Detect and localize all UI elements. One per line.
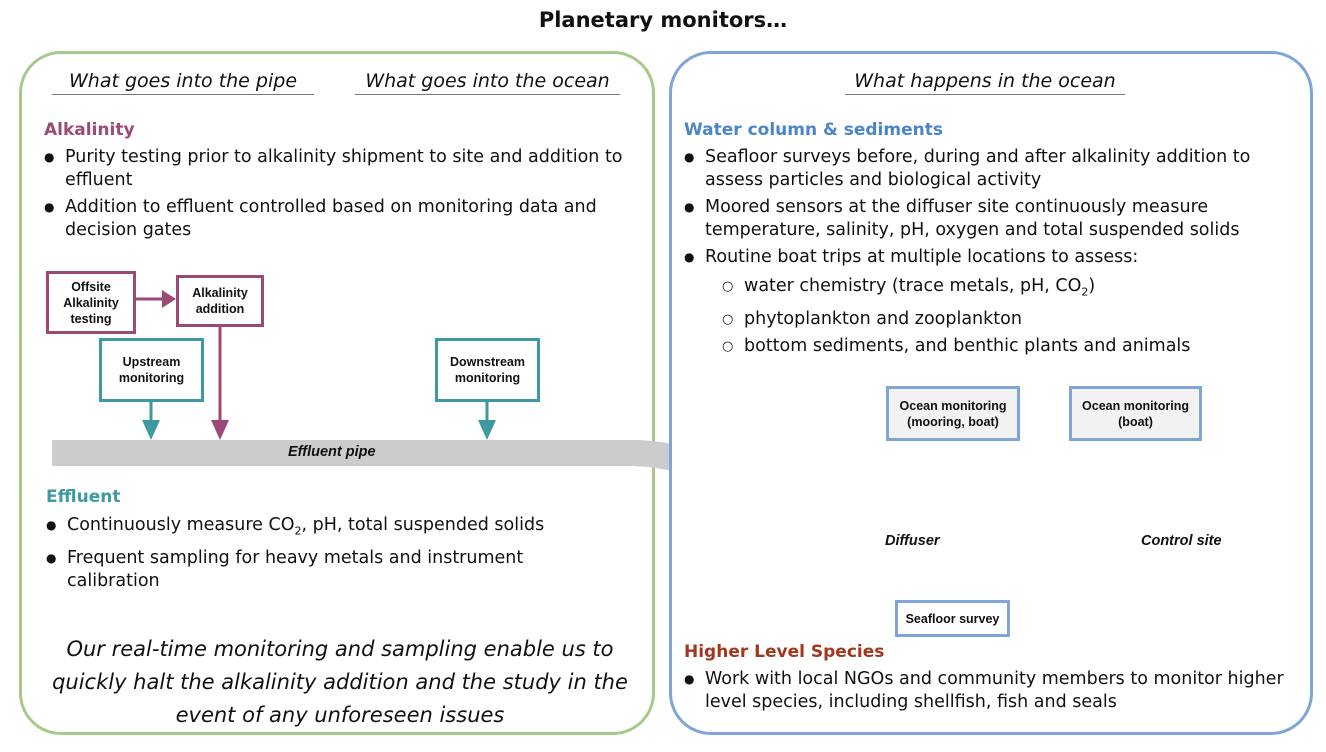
co2-subscript: 2	[294, 524, 302, 538]
species-heading: Higher Level Species	[684, 642, 885, 662]
effluent-bullets: Continuously measure CO2, pH, total susp…	[46, 514, 606, 597]
upstream-monitoring-box: Upstream monitoring	[99, 338, 204, 402]
effluent-bullet: Frequent sampling for heavy metals and i…	[46, 547, 606, 593]
downstream-monitoring-box: Downstream monitoring	[435, 338, 540, 402]
water-column-heading: Water column & sediments	[684, 120, 943, 140]
alkalinity-bullets: Purity testing prior to alkalinity shipm…	[44, 146, 634, 246]
alkalinity-addition-box: Alkalinity addition	[176, 275, 264, 327]
species-bullets: Work with local NGOs and community membe…	[684, 668, 1284, 718]
seafloor-survey-box: Seafloor survey	[895, 600, 1010, 637]
effluent-bullet-text: Continuously measure CO	[67, 515, 295, 535]
water-bullet: Seafloor surveys before, during and afte…	[684, 146, 1284, 192]
water-column-bullets: Seafloor surveys before, during and afte…	[684, 146, 1284, 273]
water-bullet: Routine boat trips at multiple locations…	[684, 246, 1284, 269]
pipe-column-heading: What goes into the pipe	[52, 70, 314, 95]
alkalinity-bullet: Addition to effluent controlled based on…	[44, 196, 634, 242]
ocean-input-column-heading: What goes into the ocean	[355, 70, 620, 95]
alkalinity-bullet: Purity testing prior to alkalinity shipm…	[44, 146, 634, 192]
effluent-heading: Effluent	[46, 487, 121, 507]
ocean-column-heading: What happens in the ocean	[845, 70, 1125, 95]
co2-subscript: 2	[1081, 285, 1089, 299]
effluent-pipe-label: Effluent pipe	[288, 444, 376, 460]
ocean-monitoring-mooring-box: Ocean monitoring (mooring, boat)	[886, 386, 1020, 441]
monitoring-arrows	[142, 402, 496, 440]
closing-statement: Our real-time monitoring and sampling en…	[52, 637, 628, 727]
alkalinity-arrows	[136, 290, 229, 440]
ocean-monitoring-boat-box: Ocean monitoring (boat)	[1069, 386, 1202, 441]
species-bullet: Work with local NGOs and community membe…	[684, 668, 1284, 714]
boat-trip-subitem: phytoplankton and zooplankton	[704, 308, 1264, 331]
subitem-text: water chemistry (trace metals, pH, CO	[744, 276, 1082, 296]
boat-trip-subitem: water chemistry (trace metals, pH, CO2)	[704, 275, 1264, 304]
boat-trip-subitem: bottom sediments, and benthic plants and…	[704, 335, 1264, 358]
effluent-bullet: Continuously measure CO2, pH, total susp…	[46, 514, 606, 543]
page-title: Planetary monitors…	[538, 8, 788, 32]
control-site-label: Control site	[1141, 533, 1222, 549]
boat-trip-subitems: water chemistry (trace metals, pH, CO2) …	[704, 275, 1264, 362]
diffuser-label: Diffuser	[885, 533, 940, 549]
offsite-testing-box: Offsite Alkalinity testing	[46, 271, 136, 334]
effluent-bullet-text: , pH, total suspended solids	[301, 515, 545, 535]
subitem-text: )	[1088, 276, 1096, 296]
water-bullet: Moored sensors at the diffuser site cont…	[684, 196, 1284, 242]
alkalinity-heading: Alkalinity	[44, 120, 135, 140]
